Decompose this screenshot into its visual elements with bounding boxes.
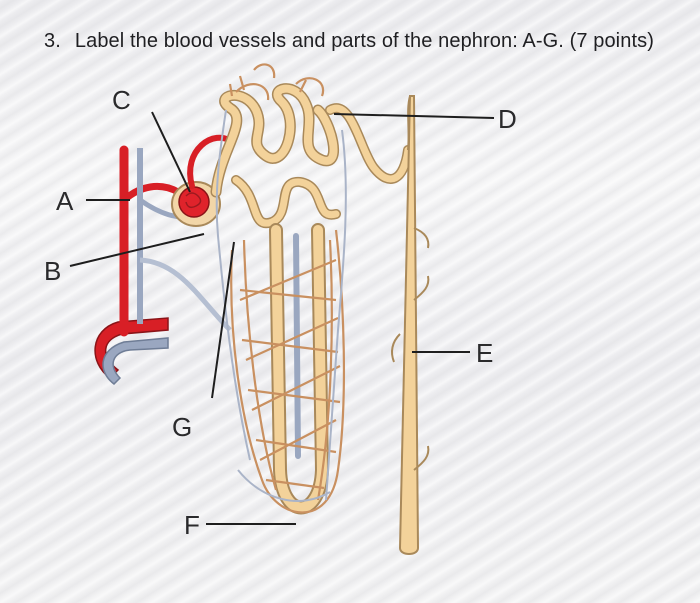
capillary-blue-strands bbox=[215, 109, 347, 502]
label-g: G bbox=[172, 412, 192, 442]
label-b: B bbox=[44, 256, 61, 286]
collecting-duct bbox=[391, 95, 430, 555]
leader-line-d bbox=[333, 113, 495, 119]
loop-of-henle bbox=[269, 223, 330, 515]
renal-artery-vein bbox=[94, 317, 169, 385]
peritubular-capillaries bbox=[228, 63, 346, 514]
question-number: 3. bbox=[44, 30, 61, 52]
afferent-arteriole bbox=[119, 145, 182, 337]
question-heading: 3. Label the blood vessels and parts of t… bbox=[44, 30, 654, 53]
label-d: D bbox=[498, 104, 517, 134]
label-f: F bbox=[184, 510, 200, 540]
label-a: A bbox=[56, 186, 74, 216]
leader-line-b bbox=[69, 233, 205, 267]
question-text: Label the blood vessels and parts of the… bbox=[74, 30, 654, 52]
leader-lines bbox=[69, 111, 495, 525]
glomerulus bbox=[171, 181, 221, 227]
convoluted-tubules bbox=[210, 83, 341, 229]
label-e: E bbox=[476, 338, 493, 368]
leader-line-g bbox=[211, 241, 235, 399]
leader-line-c bbox=[151, 111, 191, 193]
label-c: C bbox=[112, 85, 131, 115]
distal-tubule bbox=[325, 103, 413, 184]
